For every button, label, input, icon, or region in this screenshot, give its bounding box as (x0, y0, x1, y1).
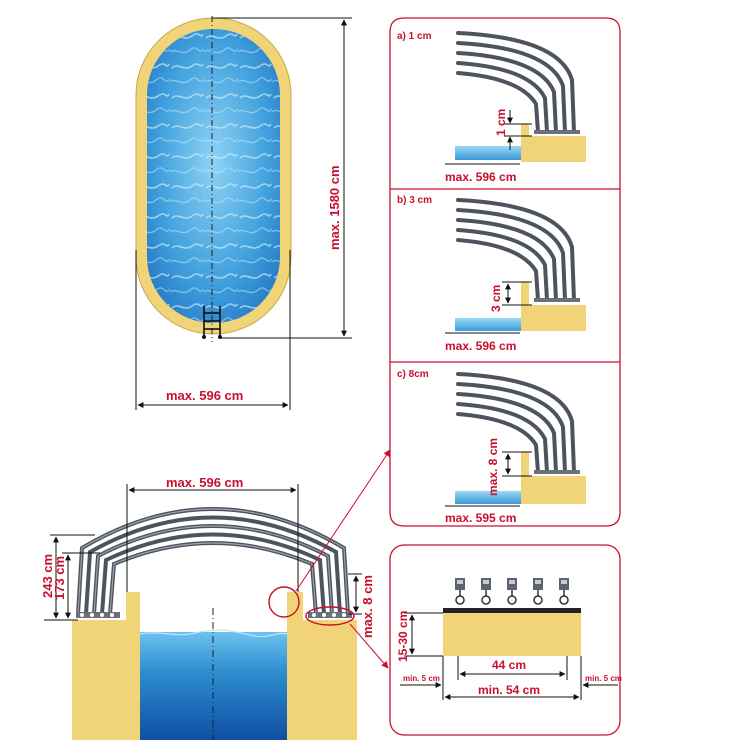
panel-b-label: b) 3 cm (397, 195, 432, 206)
panel-a-step (521, 124, 529, 162)
rail-left-icon (76, 612, 120, 618)
panel-c-step (521, 452, 529, 504)
rail-height-label: max. 8 cm (360, 575, 375, 638)
panel-a-water (455, 146, 521, 160)
length-label: max. 1580 cm (327, 165, 342, 250)
panel-a-height-label: 1 cm (494, 109, 508, 136)
wall-detail-circle (268, 586, 300, 618)
panel-a-width-label: max. 596 cm (445, 170, 516, 184)
panel-b-width-label: max. 596 cm (445, 339, 516, 353)
inner-width-label: 44 cm (492, 658, 526, 672)
panel-c-ground (529, 476, 586, 504)
depth-label: 15-30 cm (396, 611, 410, 662)
panel-b-height-label: 3 cm (489, 285, 503, 312)
panel-a-arcs (456, 31, 576, 134)
panel-c-width-label: max. 595 cm (445, 511, 516, 525)
panel-a-label: a) 1 cm (397, 31, 432, 42)
margin-right-label: min. 5 cm (585, 674, 622, 683)
panel-a: a) 1 cm 1 cm max. 596 cm (397, 31, 586, 184)
height-inner-label: 173 cm (52, 556, 67, 600)
rail-detail-panel: 15-30 cm 44 cm min. 54 cm min. 5 cm min.… (389, 544, 622, 736)
cross-section-view: max. 596 cm 243 cm 173 cm max. 8 cm (40, 449, 391, 740)
rail-base-bar (443, 608, 581, 613)
rail-detail-ellipse (305, 606, 355, 626)
panel-c-water (455, 491, 521, 504)
detail-panels-frame (389, 17, 621, 527)
panel-b-water (455, 318, 521, 331)
panel-b-ground (529, 305, 586, 331)
panel-a-ground (529, 136, 586, 162)
panel-b-arcs (456, 198, 576, 302)
panel-c-arcs (456, 372, 576, 474)
panel-c-label: c) 8cm (397, 369, 429, 380)
panel-c-height-label: max. 8 cm (486, 438, 500, 496)
ground-left (72, 592, 140, 740)
enclosure-segments (76, 507, 350, 616)
ground-right (287, 592, 357, 740)
pool-top-view: max. 1580 cm max. 596 cm (135, 16, 352, 410)
rail-foundation (443, 613, 581, 656)
pool-water-ripples (147, 29, 280, 323)
outer-width-label: min. 54 cm (478, 683, 540, 697)
panel-c: c) 8cm max. 8 cm max. 595 cm (397, 369, 586, 525)
pool-ladder-icon (202, 306, 222, 339)
margin-left-label: min. 5 cm (403, 674, 440, 683)
rail-right-icon (308, 612, 352, 618)
section-width-label: max. 596 cm (166, 475, 243, 490)
panel-b-step (521, 282, 529, 331)
height-outer-label: 243 cm (40, 554, 55, 598)
rail-wheels-icon (455, 578, 569, 605)
panel-b: b) 3 cm 3 cm max. 596 cm (397, 195, 586, 353)
width-label: max. 596 cm (166, 388, 243, 403)
